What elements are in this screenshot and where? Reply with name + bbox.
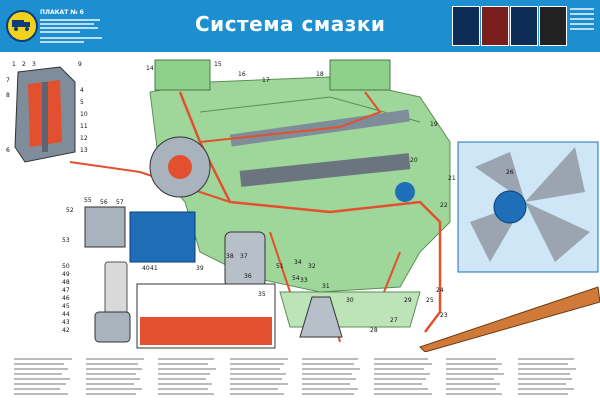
callout-number: 2 xyxy=(22,61,26,68)
callout-number: 11 xyxy=(80,123,88,130)
callout-number: 27 xyxy=(390,317,398,324)
poster-thumbnail xyxy=(452,6,480,46)
callout-number: 14 xyxy=(146,65,154,72)
lubrication-diagram: 1 2 3 4 5 6 7 8 9 10 11 12 13 14 15 16 1… xyxy=(6,59,600,352)
callout-number: 10 xyxy=(80,111,88,118)
callout-number: 55 xyxy=(84,197,92,204)
poster-thumbnail xyxy=(481,6,509,46)
callout-number: 18 xyxy=(316,71,324,78)
callout-number: 4 xyxy=(80,87,84,94)
crank-pulley xyxy=(395,182,415,202)
callout-number: 25 xyxy=(426,297,434,304)
callout-number: 41 xyxy=(150,265,158,272)
callout-number: 33 xyxy=(300,277,308,284)
callout-number: 13 xyxy=(80,147,88,154)
legend-column xyxy=(230,356,300,395)
callout-number: 28 xyxy=(370,327,378,334)
callout-number: 40 xyxy=(142,265,150,272)
callout-number: 51 xyxy=(276,263,284,270)
callout-number: 37 xyxy=(240,253,248,260)
callout-number: 6 xyxy=(6,147,10,154)
callout-number: 31 xyxy=(322,283,330,290)
callout-number: 19 xyxy=(430,121,438,128)
truck-icon xyxy=(12,20,30,31)
callout-number: 32 xyxy=(308,263,316,270)
callout-number: 15 xyxy=(214,61,222,68)
oil-line xyxy=(69,161,231,203)
callout-number: 16 xyxy=(238,71,246,78)
callout-number: 50 xyxy=(62,263,70,270)
callout-number: 7 xyxy=(6,77,10,84)
filter-housing xyxy=(84,206,126,248)
header-fine-print xyxy=(40,18,102,43)
callout-number: 53 xyxy=(62,237,70,244)
callout-number: 44 xyxy=(62,311,70,318)
legend-column xyxy=(158,356,228,395)
callout-number: 3 xyxy=(32,61,36,68)
callout-number: 57 xyxy=(116,199,124,206)
callout-number: 24 xyxy=(436,287,444,294)
callout-number: 46 xyxy=(62,295,70,302)
callout-number: 56 xyxy=(100,199,108,206)
callout-number: 34 xyxy=(294,259,302,266)
callout-number: 21 xyxy=(448,175,456,182)
oil-level xyxy=(140,317,272,345)
parts-legend xyxy=(0,352,600,400)
page-title: Система смазки xyxy=(195,12,386,36)
poster-header: ПЛАКАТ № 6 Система смазки xyxy=(0,0,600,52)
callout-number: 45 xyxy=(62,303,70,310)
fan-blade xyxy=(525,147,585,202)
callout-number: 1 xyxy=(12,61,16,68)
rocker-cover xyxy=(329,59,391,91)
callout-number: 39 xyxy=(196,265,204,272)
header-fine-print xyxy=(570,6,594,44)
callout-number: 35 xyxy=(258,291,266,298)
callout-number: 20 xyxy=(410,157,418,164)
fan-blade xyxy=(475,152,525,202)
legend-column xyxy=(374,356,444,395)
camshaft xyxy=(230,109,410,147)
oil-line xyxy=(199,91,382,143)
callout-number: 30 xyxy=(346,297,354,304)
legend-column xyxy=(14,356,84,395)
fan-blade xyxy=(525,202,590,262)
callout-number: 52 xyxy=(66,207,74,214)
callout-number: 48 xyxy=(62,279,70,286)
callout-number: 17 xyxy=(262,77,270,84)
callout-number: 54 xyxy=(292,275,300,282)
callout-number: 42 xyxy=(62,327,70,334)
callout-number: 22 xyxy=(440,202,448,209)
filter-bowl xyxy=(94,311,131,343)
callout-number: 26 xyxy=(506,169,514,176)
legend-column xyxy=(446,356,516,395)
callout-number: 38 xyxy=(226,253,234,260)
crankshaft xyxy=(239,153,411,187)
oil-pump xyxy=(129,211,196,263)
oil-cooler xyxy=(419,286,600,352)
callout-number: 43 xyxy=(62,319,70,326)
callout-number: 23 xyxy=(440,312,448,319)
legend-column xyxy=(518,356,588,395)
callout-number: 47 xyxy=(62,287,70,294)
poster-thumbnail xyxy=(539,6,567,46)
callout-number: 29 xyxy=(404,297,412,304)
rocker-cover xyxy=(154,59,211,91)
callout-number: 9 xyxy=(78,61,82,68)
poster-number: ПЛАКАТ № 6 xyxy=(40,9,84,16)
callout-number: 5 xyxy=(80,99,84,106)
callout-number: 49 xyxy=(62,271,70,278)
callout-number: 12 xyxy=(80,135,88,142)
filter-element xyxy=(104,261,128,318)
oil-separator xyxy=(299,296,343,338)
poster-thumbnail xyxy=(510,6,538,46)
callout-number: 8 xyxy=(6,92,10,99)
logo xyxy=(6,10,38,42)
legend-column xyxy=(86,356,156,395)
legend-column xyxy=(302,356,372,395)
fan-clutch xyxy=(493,190,527,224)
callout-labels: 1 2 3 4 5 6 7 8 9 10 11 12 13 14 15 16 1… xyxy=(6,61,514,334)
callout-number: 36 xyxy=(244,273,252,280)
